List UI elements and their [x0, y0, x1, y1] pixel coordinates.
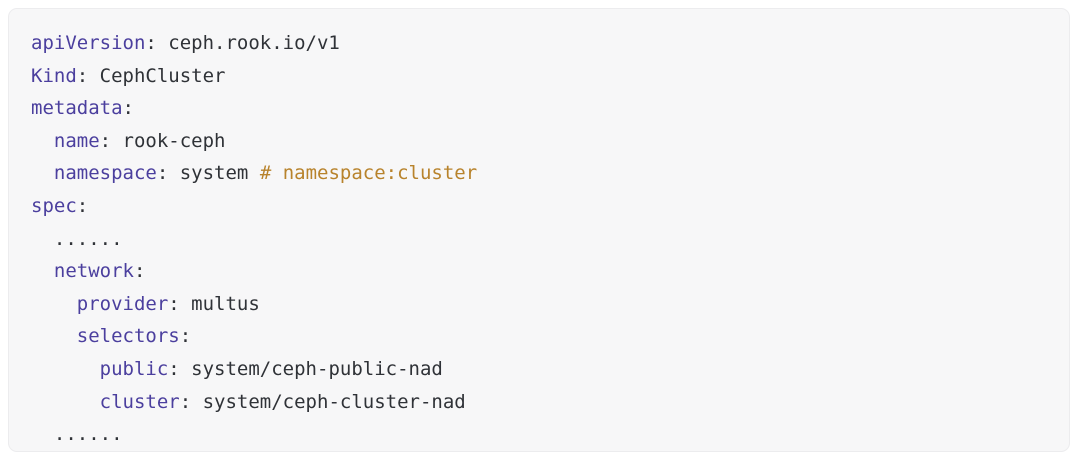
yaml-punctuation: :	[156, 162, 180, 185]
code-indent	[31, 162, 54, 184]
yaml-key: cluster	[99, 390, 180, 413]
yaml-key: name	[53, 129, 100, 152]
code-line: spec:	[31, 190, 1069, 223]
yaml-key: spec	[31, 194, 77, 217]
yaml-key: Kind	[31, 64, 77, 87]
code-line: network:	[31, 255, 1069, 288]
yaml-value: rook-ceph	[122, 129, 226, 152]
yaml-value: system	[179, 162, 260, 185]
yaml-key: namespace	[53, 162, 157, 185]
code-indent	[31, 423, 54, 445]
code-indent	[31, 325, 77, 347]
yaml-comment: # namespace:cluster	[259, 162, 478, 185]
yaml-ellipsis: ......	[53, 423, 123, 446]
yaml-key: apiVersion	[31, 32, 146, 54]
code-indent	[31, 358, 100, 380]
code-line: selectors:	[31, 320, 1069, 353]
yaml-ellipsis: ......	[53, 227, 123, 250]
yaml-punctuation: :	[168, 292, 192, 315]
yaml-punctuation: :	[179, 390, 203, 413]
yaml-punctuation: :	[99, 129, 123, 152]
yaml-value: CephCluster	[99, 64, 226, 87]
code-line: ......	[31, 223, 1069, 256]
yaml-punctuation: :	[76, 64, 100, 87]
yaml-punctuation: :	[179, 325, 192, 348]
code-line: namespace: system # namespace:cluster	[31, 157, 1069, 190]
yaml-punctuation: :	[145, 32, 169, 54]
code-indent	[31, 260, 54, 282]
yaml-punctuation: :	[76, 194, 89, 217]
yaml-punctuation: :	[133, 260, 146, 283]
code-indent	[31, 391, 100, 413]
code-indent	[31, 293, 77, 315]
yaml-value: system/ceph-public-nad	[191, 357, 443, 380]
code-line: ......	[31, 418, 1069, 451]
code-line: provider: multus	[31, 288, 1069, 321]
yaml-punctuation: :	[168, 357, 192, 380]
yaml-key: selectors	[76, 325, 180, 348]
yaml-key: public	[99, 357, 169, 380]
yaml-value: ceph.rook.io/v1	[168, 32, 340, 54]
yaml-punctuation: :	[122, 97, 134, 120]
code-line: Kind: CephCluster	[31, 60, 1069, 93]
code-line: cluster: system/ceph-cluster-nad	[31, 386, 1069, 419]
code-indent	[31, 130, 54, 152]
code-line: name: rook-ceph	[31, 125, 1069, 158]
yaml-key: network	[53, 260, 134, 283]
yaml-key: provider	[76, 292, 169, 315]
code-indent	[31, 228, 54, 250]
code-line: metadata:	[31, 92, 1069, 125]
code-line: apiVersion: ceph.rook.io/v1	[31, 27, 1069, 60]
code-line: public: system/ceph-public-nad	[31, 353, 1069, 386]
yaml-value: multus	[191, 292, 260, 315]
yaml-key: metadata	[31, 97, 123, 120]
yaml-value: system/ceph-cluster-nad	[202, 390, 466, 413]
